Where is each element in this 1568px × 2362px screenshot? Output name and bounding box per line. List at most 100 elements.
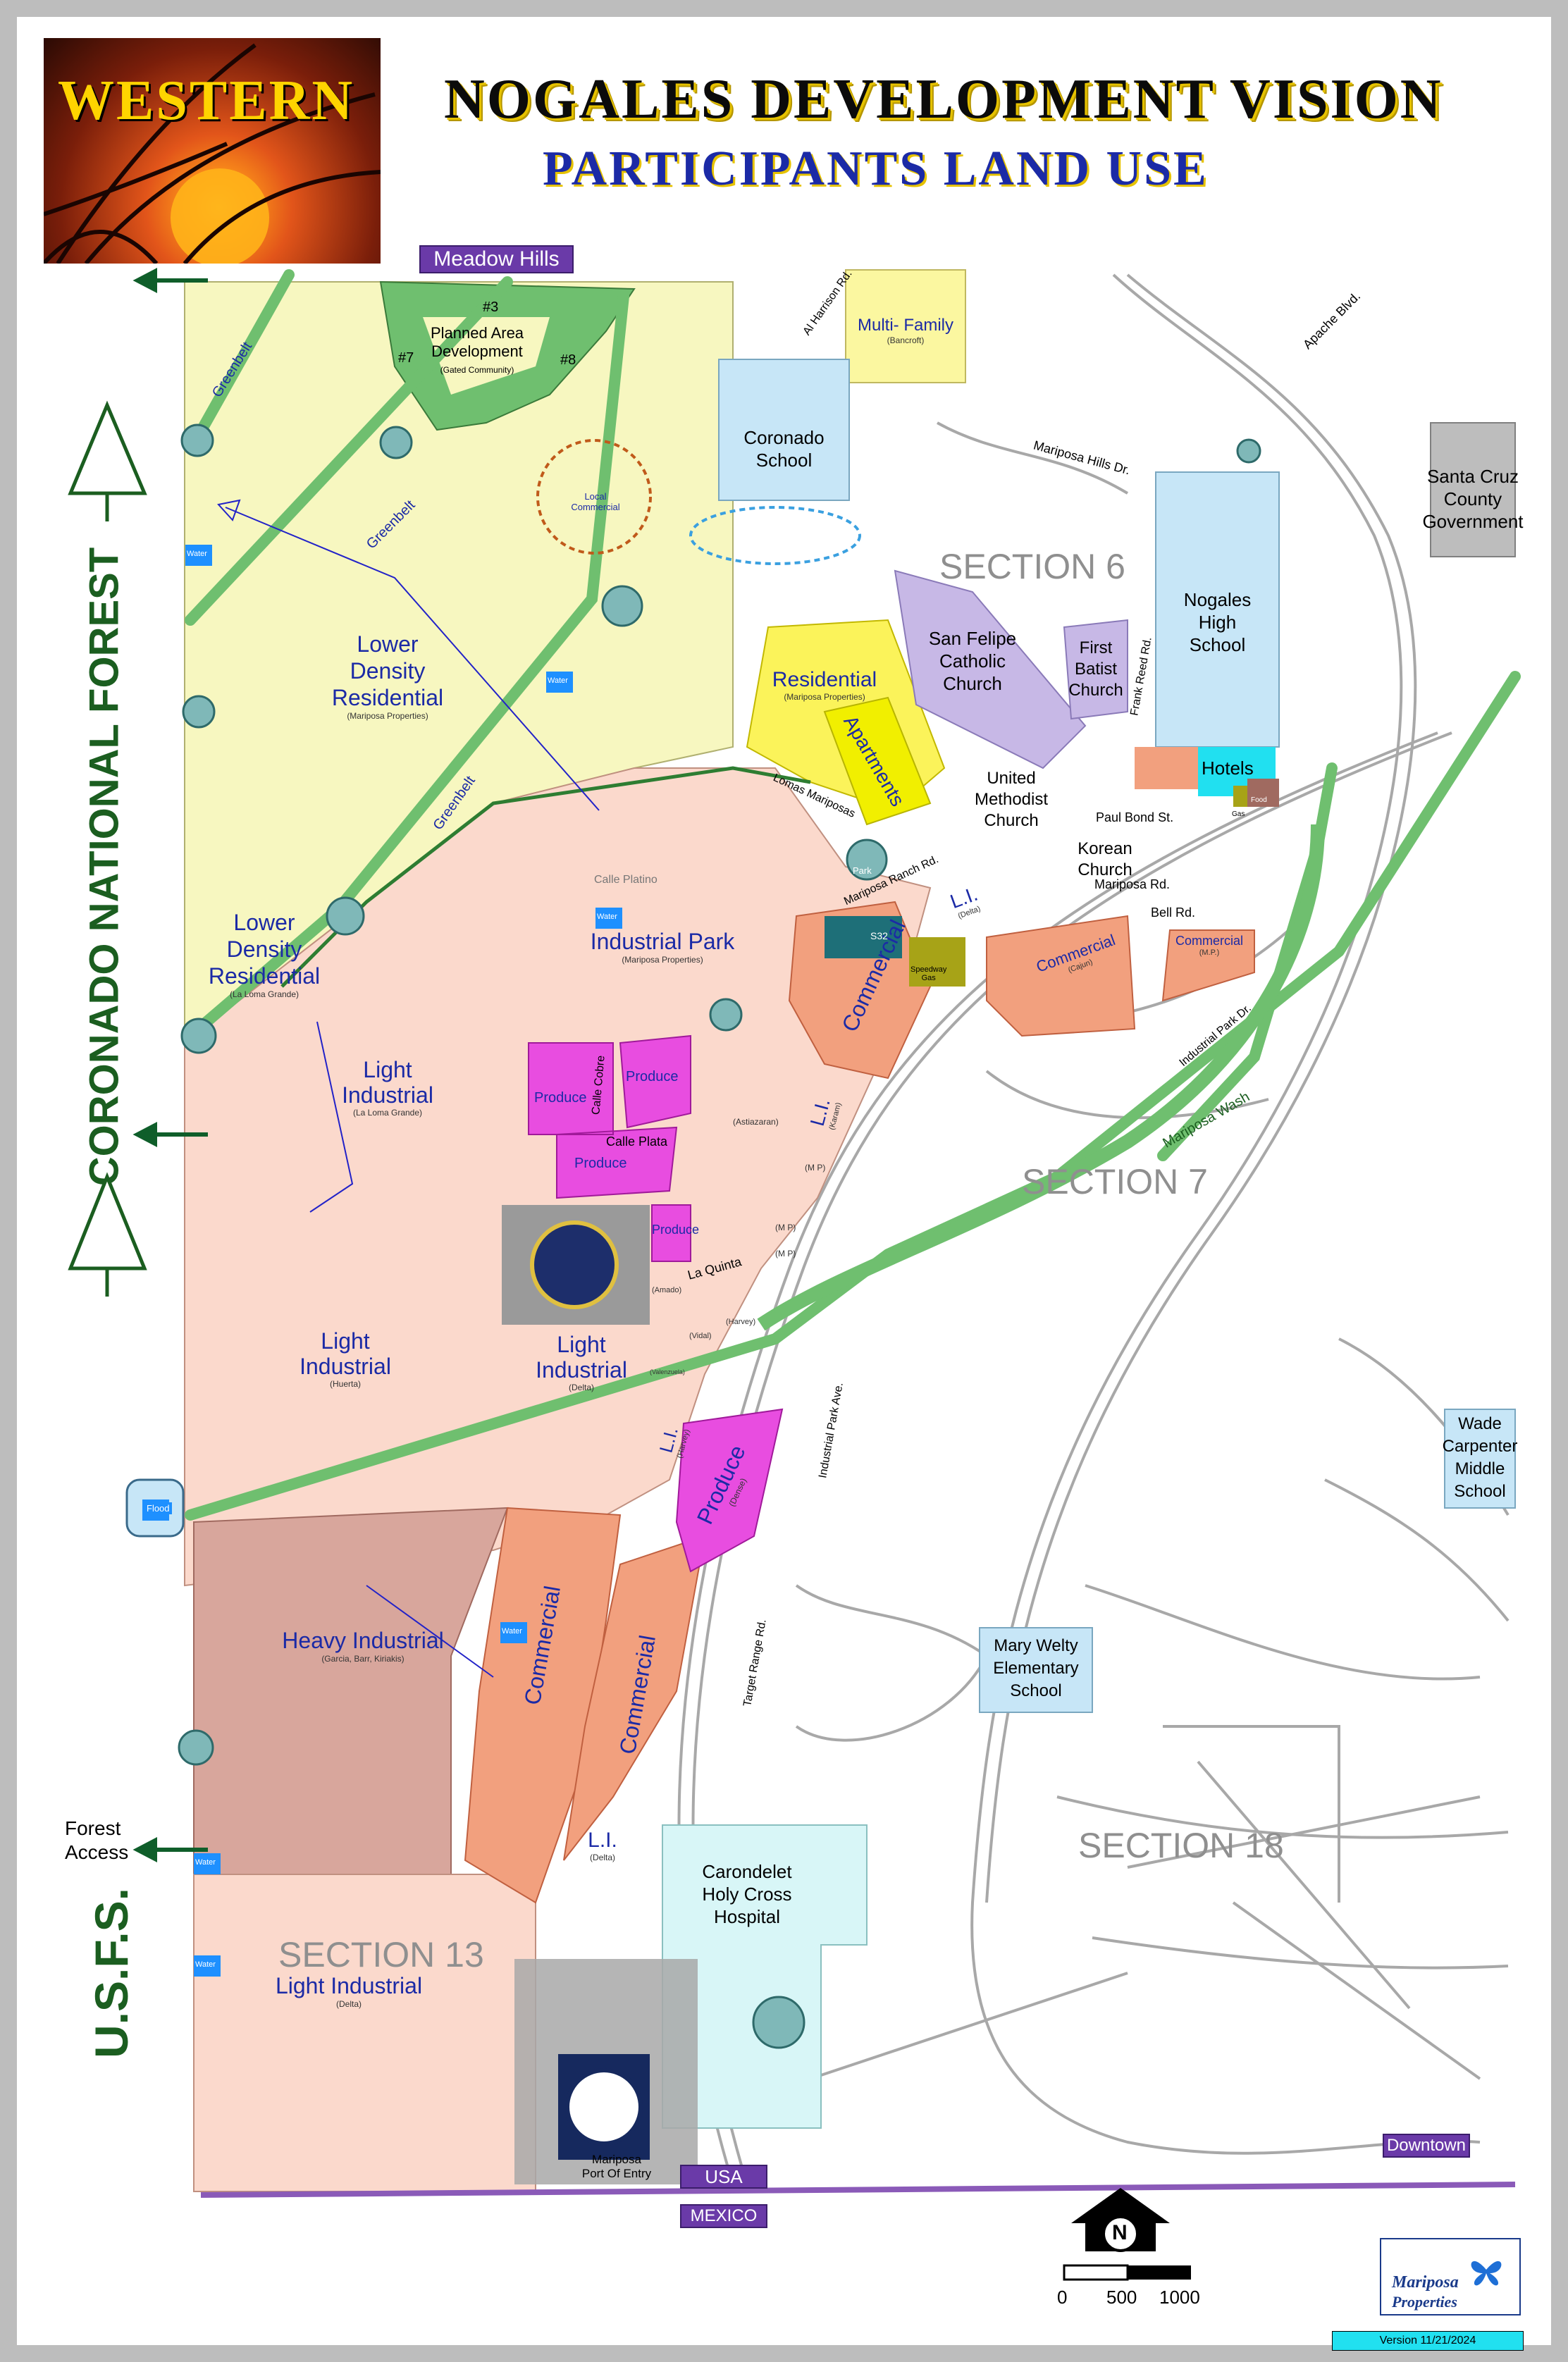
zone-commercial-west: [464, 1507, 622, 1904]
section-7-label: SECTION 7: [1022, 1162, 1208, 1201]
light-industrial-delta-label: Light Industrial (Delta): [525, 1332, 638, 1392]
heavy-industrial-text: Heavy Industrial: [282, 1628, 444, 1653]
residential-owner: (Mariposa Properties): [784, 692, 865, 702]
wade-word-4: School: [1454, 1482, 1506, 1501]
pad-parcel-7: #7: [398, 350, 414, 366]
food-label: Food: [1251, 796, 1267, 804]
water-label-4: Water: [502, 1627, 522, 1636]
mariposa-wash: [757, 824, 1325, 1331]
korean-church-label: Korean Church: [1063, 839, 1147, 881]
light-industrial-loma-label: Light Industrial (La Loma Grande): [331, 1057, 444, 1118]
welty-word-1: Mary Welty: [994, 1636, 1078, 1655]
pad-parcel-3: #3: [483, 299, 499, 315]
tag-meadow-hills: Meadow Hills: [419, 245, 574, 273]
wade-word-2: Carpenter: [1442, 1437, 1518, 1456]
calle-plata-label: Calle Plata: [606, 1134, 668, 1149]
forest-access-label: Forest Access: [65, 1817, 128, 1865]
welty-word-2: Elementary: [993, 1659, 1079, 1678]
multi-family-text: Multi- Family: [858, 316, 953, 335]
residential-text: Residential: [772, 668, 877, 691]
border-patrol-seal-icon: [530, 1220, 619, 1309]
lower-density-b-word-1: Lower: [233, 910, 295, 935]
pad-label: Planned Area Development (Gated Communit…: [417, 324, 537, 379]
forest-arrows: [132, 268, 208, 1862]
harvey-label: (Harvey): [726, 1318, 756, 1326]
carondelet-label: Carondelet Holy Cross Hospital: [677, 1860, 817, 1928]
drainage-arrows: [217, 499, 600, 1678]
tag-usa: USA: [680, 2165, 767, 2189]
local-commercial-word-2: Commercial: [571, 502, 620, 512]
coronado-word-2: School: [755, 450, 813, 471]
li-huerta-owner: (Huerta): [329, 1379, 361, 1389]
nhs-word-2: High: [1198, 612, 1237, 633]
lower-density-word-2: Density: [350, 658, 426, 684]
coronado-school-parcel: [718, 359, 850, 501]
hotel-commercial-parcel: [1135, 747, 1198, 789]
welty-word-3: School: [1010, 1681, 1062, 1700]
mary-welty-parcel: [979, 1627, 1093, 1713]
nogales-high-label: Nogales High School: [1159, 588, 1276, 656]
li-loma-owner: (La Loma Grande): [352, 1108, 423, 1118]
s32-label: S32: [870, 930, 888, 941]
port-word-1: Mariposa: [592, 2153, 641, 2166]
carondelet-word-2: Holy Cross: [702, 1884, 792, 1905]
commercial-mp-label: Commercial (M.P.): [1175, 934, 1243, 957]
wade-carpenter-parcel: [1444, 1409, 1516, 1509]
multi-family-label: Multi- Family (Bancroft): [846, 316, 965, 345]
li-delta-south-owner: (Delta): [589, 1853, 615, 1862]
scale-500-label: 500: [1106, 2287, 1137, 2308]
forest-access-word-2: Access: [65, 1841, 129, 1863]
multi-family-owner: (Bancroft): [887, 335, 925, 345]
san-felipe-word-1: San Felipe: [928, 628, 1017, 649]
port-of-entry-label: Mariposa Port Of Entry: [560, 2153, 673, 2181]
coronado-word-1: Coronado: [743, 427, 825, 448]
methodist-word-3: Church: [984, 811, 1039, 830]
speedway-gas-text: Gas: [921, 974, 936, 982]
bell-rd-label: Bell Rd.: [1151, 905, 1196, 920]
tree-icons: [68, 400, 147, 1297]
speedway-text: Speedway: [910, 965, 947, 974]
li-delta-south-text: L.I.: [588, 1829, 617, 1852]
li-loma-word-2: Industrial: [342, 1082, 433, 1108]
wade-word-1: Wade: [1458, 1414, 1502, 1433]
brand-text: WESTERN: [58, 70, 355, 132]
water-label-2: Water: [548, 676, 568, 685]
tag-mexico: MEXICO: [680, 2204, 767, 2228]
li-delta-word-1: Light: [557, 1332, 606, 1357]
santa-cruz-label: Santa Cruz County Government: [1416, 465, 1529, 533]
lower-density-word-3: Residential: [331, 685, 444, 710]
paul-bond-label: Paul Bond St.: [1096, 810, 1174, 824]
dhs-seal-ring-icon: [565, 2068, 643, 2146]
zone-heavy-industrial: [193, 1507, 509, 1875]
zone-commercial-cajun: [986, 915, 1136, 1037]
lower-density-b-word-2: Density: [226, 936, 302, 962]
flood-label: Flood: [144, 1502, 172, 1514]
greenbelt-nodes: [178, 423, 1261, 2049]
first-batist-church-parcel: [1063, 619, 1128, 720]
santa-cruz-county-parcel: [1430, 422, 1516, 557]
first-batist-label: First Batist Church: [1057, 638, 1135, 701]
lower-density-label-a: Lower Density Residential (Mariposa Prop…: [331, 631, 444, 721]
nogales-high-school-parcel: [1155, 471, 1280, 748]
page-subtitle: PARTICIPANTS LAND USE: [543, 142, 1209, 196]
version-stamp: Version 11/21/2024: [1332, 2331, 1524, 2351]
li-delta-south-label: L.I. (Delta): [578, 1829, 627, 1862]
grass-silhouette-icon: [44, 43, 381, 264]
section-6-label: SECTION 6: [939, 547, 1125, 586]
park-label: Park: [853, 865, 872, 876]
logo-word-2: Properties: [1392, 2293, 1457, 2311]
lower-density-label-b: Lower Density Residential (La Loma Grand…: [208, 909, 321, 999]
valenzuela-label: (Valenzuela): [650, 1368, 685, 1375]
forest-access-word-1: Forest: [65, 1817, 121, 1839]
zone-speedway: [909, 937, 965, 987]
produce-label-2: Produce: [626, 1069, 679, 1084]
zone-section13-light-industrial: [193, 1874, 536, 2192]
residential-label: Residential (Mariposa Properties): [765, 668, 884, 702]
western-logo: WESTERN: [44, 38, 381, 264]
local-commercial-boundary: [536, 439, 652, 555]
li-huerta-word-2: Industrial: [300, 1354, 391, 1379]
mp-label-1: (M P): [805, 1163, 826, 1173]
carondelet-word-1: Carondelet: [702, 1861, 792, 1882]
san-felipe-word-2: Catholic: [939, 650, 1006, 672]
korean-word-1: Korean: [1078, 839, 1132, 858]
